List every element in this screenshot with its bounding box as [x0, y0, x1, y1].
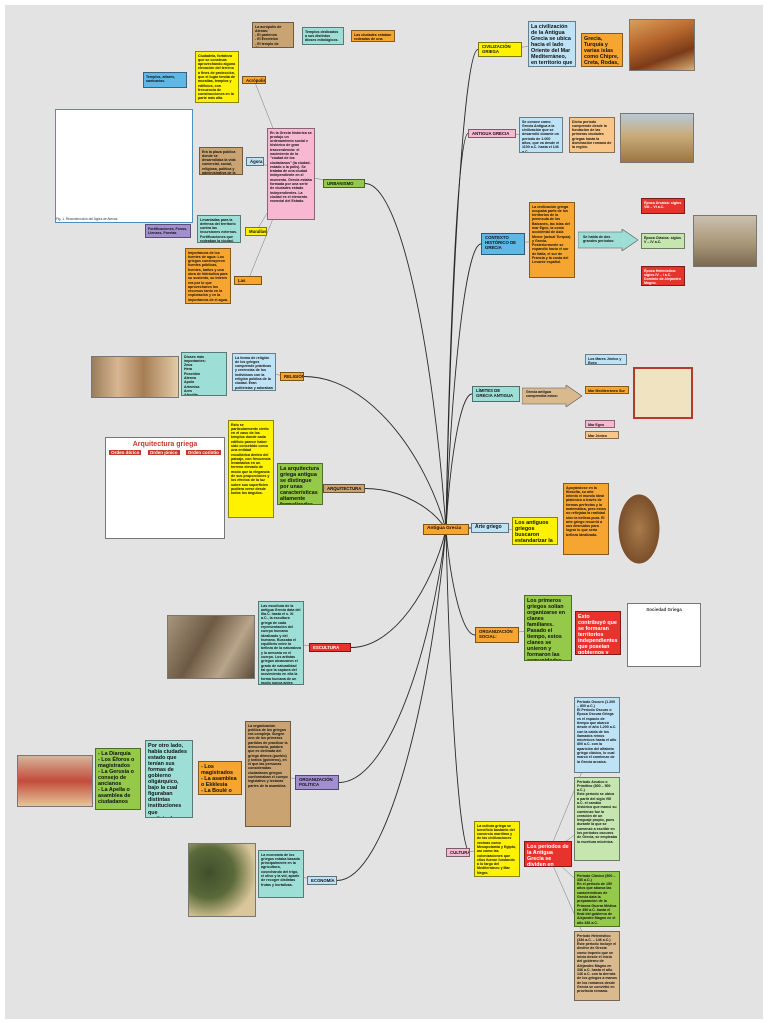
poster-title: Arquitectura griega — [106, 441, 224, 448]
periodo-helenistico: Periodo Helenístico (336 a.C. – 146 a.C.… — [574, 931, 620, 1001]
contexto-text: La civilización griega ocupaba parte de … — [529, 202, 575, 278]
murallas-left: Fortificaciones, Fosos, Lienzos, Puertas — [145, 224, 191, 238]
poster-ionic: Orden jónico — [148, 450, 180, 455]
poster-corinthian: Orden corintio — [186, 450, 221, 455]
acropolis-text: Ciudadela, fortaleza que se construía ap… — [195, 51, 239, 103]
politica-polis: Por otro lado, había ciudades estado que… — [145, 740, 193, 818]
religion-gods: Dioses más importantes: Zeus Hera Poseid… — [181, 352, 227, 396]
connector-religion-label — [304, 377, 446, 530]
arquitectura-side: Esto se particularmente cierto en el cas… — [228, 420, 274, 518]
gods-image — [91, 356, 179, 398]
clasica-node: Época Clásica: siglos V – IV a.C. — [641, 233, 685, 249]
arquitectura-label[interactable]: ARQUITECTURA — [323, 484, 365, 493]
contexto-label[interactable]: CONTEXTO HISTÓRICO DE GRECIA — [481, 233, 525, 255]
agora-text: Era la plaza pública donde se desarrolla… — [199, 147, 243, 175]
mind-map: Antigua Grecia CIVILIZACIÓN GRIEGA La ci… — [5, 5, 763, 1019]
poster-doric: Orden dórico — [109, 450, 141, 455]
architecture-poster: Arquitectura griega Orden dórico Orden j… — [105, 437, 225, 539]
limite-jonico: Los Mares Jónico y Egeo — [585, 354, 627, 365]
connector-civilizacion-label — [446, 50, 478, 530]
connector-escultura-label — [351, 530, 446, 648]
arquitectura-text: La arquitectura griega antigua se distin… — [277, 463, 323, 505]
murallas-label[interactable]: Murallas — [245, 227, 267, 236]
organizacion-detail: Esto contribuyó que se formaran territor… — [575, 611, 621, 655]
connector-urbanismo-label — [365, 184, 446, 530]
limites-label[interactable]: LÍMITES DE GRECIA ANTIGUA — [472, 386, 520, 402]
city-plan-caption: Fig. 1. Reconstrucción del Ágora de Aten… — [56, 217, 117, 221]
periodo-clasico: Periodo Clásico (500 – 336 a.C.) En el p… — [574, 871, 620, 927]
politica-magis: - Los magistrados - La asamblea o Ekkles… — [198, 761, 242, 795]
urbanismo-text: En la Grecia histórica se produjo un ord… — [267, 128, 315, 220]
periodo-oscuro: Periodo Oscuro (1.200 – 800 a.C.) El Per… — [574, 697, 620, 773]
limites-arrow-text: Grecia antigua comprendía estos: — [524, 388, 564, 402]
arcaica-node: Época Arcaica: siglos VIII – VI a.C. — [641, 198, 685, 214]
connector-economia-label — [337, 530, 446, 881]
connector-organizacion-label — [446, 530, 475, 636]
civilizacion-label[interactable]: CIVILIZACIÓN GRIEGA — [478, 42, 522, 57]
politica-label[interactable]: ORGANIZACIÓN POLÍTICA — [295, 775, 339, 790]
organizacion-text: Los primeros griegos solían organizarse … — [524, 595, 572, 661]
urbanismo-top-b: Templos dedicados a sus distintos dioses… — [302, 27, 344, 45]
urbanismo-top-a: La acrópolis de Atenas: - El partenón - … — [252, 22, 294, 48]
acropolis-label[interactable]: Acrópolis — [242, 76, 266, 84]
school-athens-image — [693, 215, 757, 267]
escultura-text: Las escultura de la antigua Grecia data … — [258, 601, 304, 685]
vase-image — [613, 485, 665, 565]
fuentes-label[interactable]: Las fuentes — [234, 276, 262, 285]
connector-limites-label — [446, 394, 472, 530]
murallas-text: Levantadas para la defensa del territori… — [197, 215, 241, 243]
economia-text: La economía de los griegos estaba basada… — [258, 850, 304, 898]
cultura-text: La cultura griega se benefició bastante … — [474, 821, 520, 877]
city-plan-image: Fig. 1. Reconstrucción del Ágora de Aten… — [55, 109, 193, 223]
ruins-image — [620, 113, 694, 163]
arte-text: Los antiguos griegos buscaron estandariz… — [512, 517, 558, 545]
painting-image — [629, 19, 695, 71]
civilizacion-text: La civilización de la Antigua Grecia se … — [528, 21, 576, 67]
greece-map-image — [633, 367, 693, 419]
cultura-label[interactable]: CULTURA — [446, 848, 470, 857]
acropolis-left: Templos, altares, santuarios. — [143, 72, 187, 88]
limite-jonico-oeste: Mar Jónico Oeste — [585, 431, 619, 439]
periodo-arcaico: Periodo Arcaico o Primitivo (800 – 500 a… — [574, 777, 620, 861]
farming-image — [188, 843, 256, 917]
urbanismo-label[interactable]: URBANISMO GRIEGO — [323, 179, 365, 188]
economia-label[interactable]: ECONOMÍA — [307, 876, 337, 885]
escultura-label[interactable]: ESCULTURA GRIEGA — [309, 643, 351, 652]
urbanismo-top-c: Las ciudades estaban rodeadas de una mur… — [351, 30, 395, 42]
society-diagram-title: Sociedad Griega — [628, 607, 700, 612]
religion-text: La forma de religión de los griegos comp… — [232, 353, 276, 391]
arte-label[interactable]: Arte griego — [471, 523, 509, 533]
agora-label[interactable]: Ágora — [246, 157, 264, 166]
civilizacion-places: Grecia, Turquía y varias islas como Chip… — [581, 33, 623, 67]
society-diagram-image: Sociedad Griega — [627, 603, 701, 667]
center-node[interactable]: Antigua Grecia — [423, 524, 469, 535]
politica-list: - La Diarquía - Los Éforos o magistrados… — [95, 748, 141, 810]
helenistica-node: Época Helenística: siglos IV – I a.C. Do… — [641, 266, 685, 286]
limite-egeo: Mar Egeo Este — [585, 420, 615, 428]
contexto-arrow-text: Se habla de dos grandes periodos: — [581, 233, 619, 247]
fuentes-text: Importancia de los fuentes de agua: Los … — [185, 248, 231, 304]
sculpture-image — [167, 615, 255, 679]
cultura-periodos: Los periodos de la Antigua Grecia se div… — [524, 841, 572, 867]
antigua-text: Se conoce como Grecia Antigua a la civil… — [519, 117, 563, 153]
assembly-image — [17, 755, 93, 807]
politica-text: La organización política de los griegos … — [245, 721, 291, 827]
organizacion-label[interactable]: ORGANIZACIÓN SOCIAL: — [475, 627, 519, 643]
connector-cultura-label — [446, 530, 470, 853]
religion-label[interactable]: RELIGIÓN — [280, 372, 304, 381]
limite-mediterraneo: Mar Mediterráneo Sur — [585, 386, 629, 394]
arte-detail: Apoyándose en la filosofía, su arte inte… — [563, 483, 609, 555]
connector-antigua-label — [446, 134, 468, 530]
antigua-label[interactable]: ANTIGUA GRECIA — [468, 129, 516, 138]
antigua-detail: Dicho periodo comprende desde la fundaci… — [569, 117, 615, 153]
